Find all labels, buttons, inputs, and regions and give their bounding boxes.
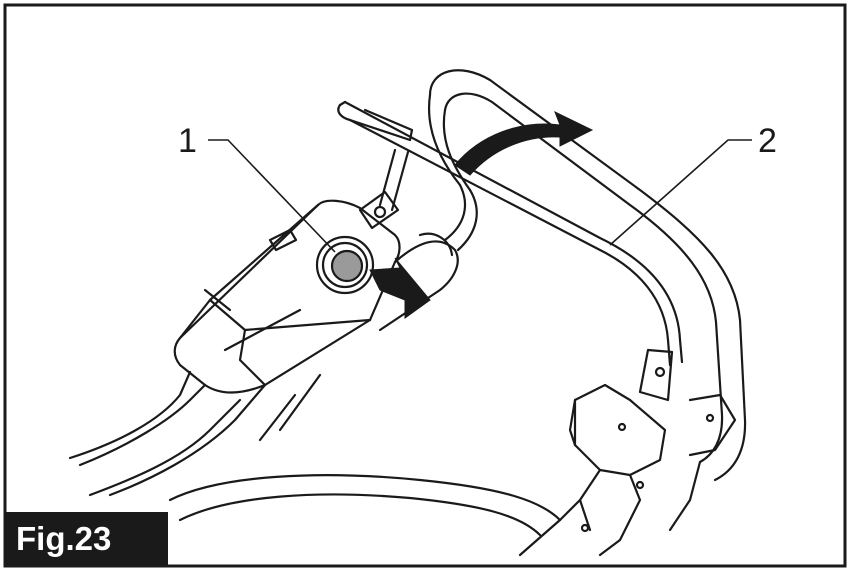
figure-border (3, 3, 847, 568)
push-arrow (369, 257, 431, 319)
handle-bar-outer (428, 69, 747, 482)
rotation-arrow (454, 110, 594, 176)
figure-label: Fig.23 (6, 512, 168, 566)
leader-line-1 (208, 139, 336, 253)
leader-line-2 (609, 139, 752, 246)
callout-2: 2 (758, 122, 777, 160)
start-button-ring (315, 235, 375, 295)
start-button (330, 249, 364, 283)
handle-bar-inner (443, 92, 724, 464)
bail-bar (337, 103, 672, 367)
callout-1: 1 (178, 122, 197, 160)
